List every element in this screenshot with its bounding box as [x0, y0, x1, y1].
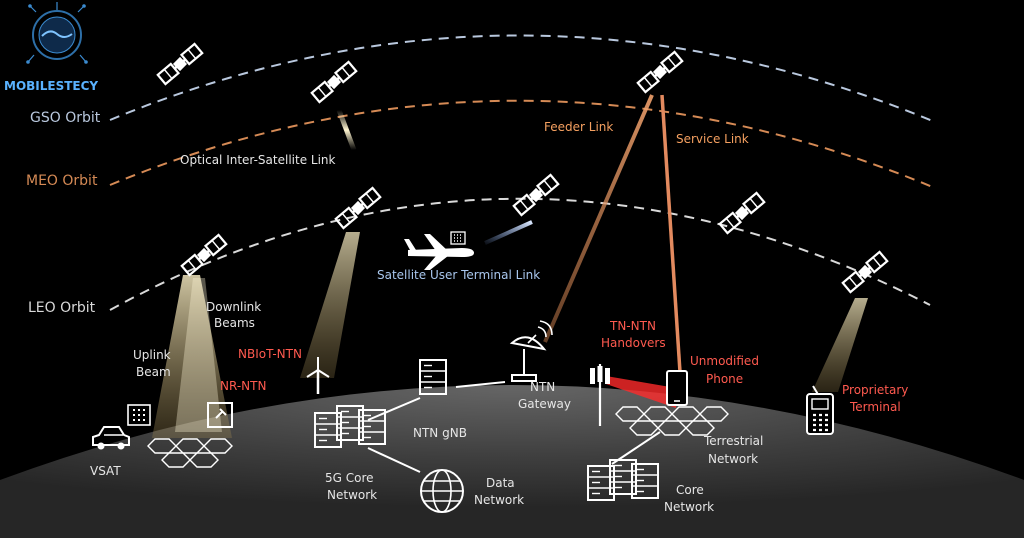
- tn-ntn-handovers-label-2: Handovers: [601, 336, 666, 350]
- downlink-beam: [152, 275, 232, 438]
- leo-orbit-path: [109, 197, 931, 311]
- proprietary-beam: [812, 298, 868, 392]
- phone-icon: [666, 370, 688, 406]
- network-connections: [367, 381, 661, 473]
- meo-orbit-label: MEO Orbit: [26, 173, 98, 189]
- brand-logo-text: MOBILESTECY: [4, 79, 98, 93]
- optical-isl-label: Optical Inter-Satellite Link: [180, 153, 336, 167]
- uplink-beam-label-1: Uplink: [133, 348, 171, 362]
- downlink-beams-label-2: Beams: [214, 316, 255, 330]
- gso-orbit-label: GSO Orbit: [30, 110, 101, 126]
- ntn-gateway-label-2: Gateway: [518, 397, 571, 411]
- airplane-icon: [404, 234, 474, 270]
- brand-logo: MOBILESTECY: [4, 2, 98, 93]
- satellite-dish-icon: [509, 320, 553, 382]
- vsat-terminal-icon: [127, 404, 151, 426]
- nr-ntn-label: NR-NTN: [220, 379, 266, 393]
- user-terminal-link-line: [484, 220, 533, 245]
- ntn-gnb-label: NTN gNB: [413, 426, 467, 440]
- optical-isl-glow: [336, 109, 357, 151]
- wind-turbine-icon: [306, 357, 330, 394]
- uplink-beam: [175, 278, 222, 432]
- core-network-label-1: Core: [676, 483, 704, 497]
- nr-ntn-terminal-icon: [207, 402, 233, 428]
- leo-orbit-label: LEO Orbit: [28, 300, 96, 316]
- feeder-link-label: Feeder Link: [544, 120, 613, 134]
- data-network-label-2: Network: [474, 493, 524, 507]
- ntn-gateway-label-1: NTN: [530, 380, 555, 394]
- data-network-label-1: Data: [486, 476, 515, 490]
- globe-icon: [420, 469, 464, 513]
- nbiot-beam: [300, 232, 360, 378]
- handover-beam: [606, 376, 676, 408]
- meo-orbit-path: [109, 99, 936, 189]
- car-icon: [92, 426, 130, 450]
- service-link-label: Service Link: [676, 132, 749, 146]
- gso-orbit-path: [109, 34, 936, 123]
- terrestrial-network-label-2: Network: [708, 452, 758, 466]
- downlink-beams-label-1: Downlink: [206, 300, 261, 314]
- unmodified-phone-label-1: Unmodified: [690, 354, 759, 368]
- user-terminal-link-label: Satellite User Terminal Link: [377, 268, 540, 282]
- tn-ntn-handovers-label-1: TN-NTN: [609, 319, 656, 333]
- proprietary-terminal-icon: [806, 385, 834, 435]
- proprietary-terminal-label-2: Terminal: [849, 400, 901, 414]
- feeder-link-line: [543, 94, 654, 343]
- cell-tower-icon: [590, 364, 610, 426]
- core-network-label-2: Network: [664, 500, 714, 514]
- vsat-label: VSAT: [90, 464, 121, 478]
- uplink-beam-label-2: Beam: [136, 365, 171, 379]
- earth-surface: [0, 385, 1024, 538]
- 5g-core-label-2: Network: [327, 488, 377, 502]
- proprietary-terminal-label-1: Proprietary: [842, 383, 908, 397]
- service-link-line: [660, 94, 682, 373]
- terrestrial-network-label-1: Terrestrial: [703, 434, 763, 448]
- airplane-terminal-icon: [450, 231, 466, 245]
- 5g-core-label-1: 5G Core: [325, 471, 374, 485]
- nbiot-ntn-label: NBIoT-NTN: [238, 347, 302, 361]
- unmodified-phone-label-2: Phone: [706, 372, 743, 386]
